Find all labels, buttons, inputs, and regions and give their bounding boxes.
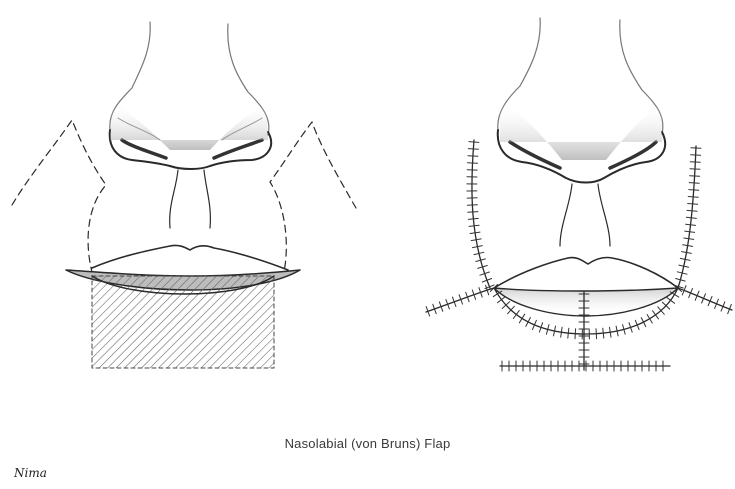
suture-stitch: [687, 210, 697, 211]
suture-stitch: [689, 183, 699, 184]
right-panel-after: [426, 18, 732, 371]
suture-stitch: [670, 292, 679, 297]
suture-stitch: [469, 225, 479, 226]
suture-stitch: [519, 314, 524, 323]
left-panel-before: [12, 22, 356, 368]
suture-stitch: [568, 328, 569, 338]
suture-stitch: [690, 176, 700, 177]
suture-stitch: [685, 231, 695, 232]
suture-stitch: [689, 190, 699, 191]
suture-stitch: [467, 205, 477, 206]
suture-stitch: [498, 297, 506, 303]
suture-stitch: [686, 224, 696, 225]
artist-signature: Nima: [14, 466, 47, 480]
suture-stitch: [468, 156, 478, 157]
suture-stitch: [468, 163, 478, 164]
suture-stitch: [688, 197, 698, 198]
suture-stitch: [596, 329, 597, 339]
right-nose: [498, 18, 665, 183]
suture-stitch: [561, 327, 562, 337]
suture-stitch: [667, 297, 675, 303]
suture-stitch: [468, 149, 478, 150]
suture-stitch: [688, 204, 698, 205]
figure-caption: Nasolabial (von Bruns) Flap: [0, 436, 735, 451]
suture-stitch: [469, 142, 479, 143]
suture-stitch: [684, 238, 694, 239]
suture-stitch: [653, 311, 659, 319]
suture-stitch: [686, 217, 696, 218]
suture-stitch: [470, 232, 480, 233]
suture-stitch: [603, 328, 604, 338]
left-nose: [110, 22, 271, 169]
suture-stitch: [641, 318, 646, 327]
suture-stitch: [647, 315, 652, 324]
suture-stitch: [468, 212, 478, 213]
suture-stitch: [526, 318, 531, 327]
excision-area: [92, 276, 274, 368]
suture-stitch: [513, 311, 519, 319]
suture-stitch: [468, 218, 478, 219]
suture-stitch: [575, 329, 576, 339]
suture-stitch: [690, 169, 700, 170]
